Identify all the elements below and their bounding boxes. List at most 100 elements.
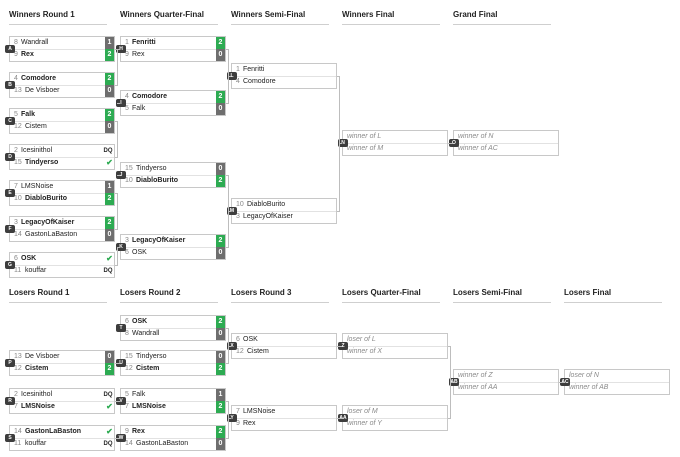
player-row[interactable]: winner of AA	[454, 382, 558, 394]
bracket-connector	[115, 265, 118, 266]
player-row[interactable]: winner of Y	[343, 418, 447, 430]
player-row[interactable]: winner of X	[343, 346, 447, 358]
bracket-connector	[450, 143, 453, 144]
player-name: De Visboer	[25, 353, 60, 360]
player-seed: 14	[14, 231, 22, 238]
player-name: Cistem	[136, 365, 160, 372]
player-row[interactable]: winner of N	[454, 131, 558, 144]
match-badge: F	[5, 225, 15, 233]
player-name: Falk	[132, 105, 146, 112]
player-row[interactable]: winner of AC	[454, 143, 558, 155]
player-row[interactable]: loser of N	[565, 370, 669, 383]
player-row[interactable]: winner of M	[343, 143, 447, 155]
player-score: 2	[216, 175, 225, 187]
player-row[interactable]: loser of L	[343, 334, 447, 347]
player-row[interactable]: winner of L	[343, 131, 447, 144]
player-score: 2	[216, 363, 225, 375]
player-row[interactable]: winner of AB	[565, 382, 669, 394]
player-row[interactable]: winner of Z	[454, 370, 558, 383]
player-name: Comodore	[243, 78, 276, 85]
losers-round-title: Losers Round 3	[231, 288, 329, 303]
match-badge: E	[5, 189, 15, 197]
bracket-connector	[117, 401, 120, 402]
player-seed: 3	[14, 219, 18, 226]
bracket-connector	[339, 143, 342, 144]
player-name: winner of X	[347, 348, 383, 355]
player-row[interactable]: loser of M	[343, 406, 447, 419]
